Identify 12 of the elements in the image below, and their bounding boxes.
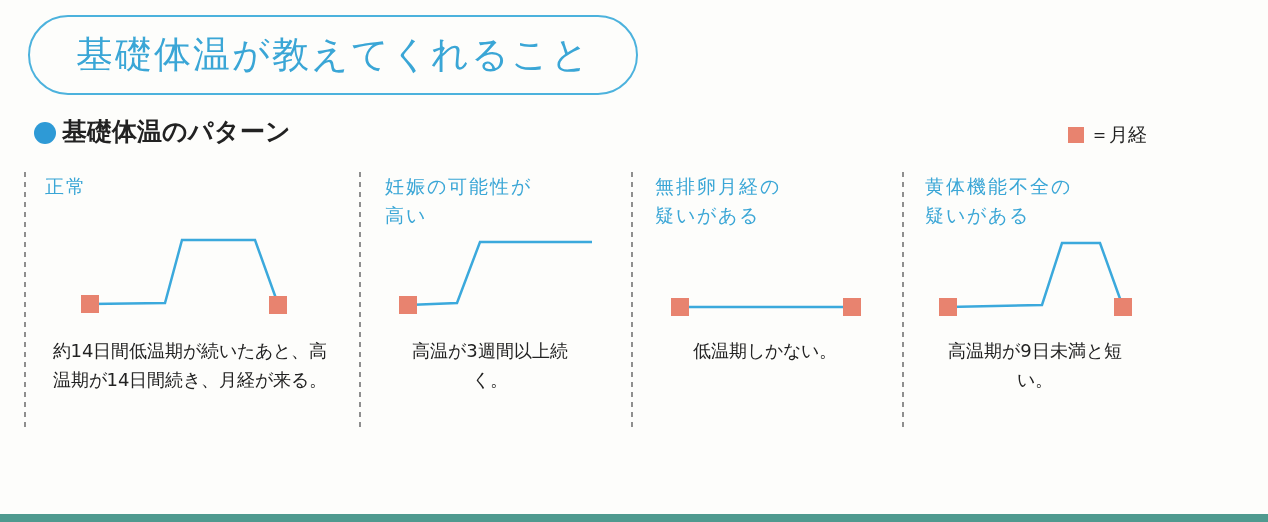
pattern-heading: 黄体機能不全の疑いがある (925, 174, 1073, 229)
pattern-heading: 正常 (45, 174, 88, 199)
legend-text: ＝月経 (1090, 122, 1147, 147)
pattern-description: 低温期しかない。 (692, 339, 838, 363)
pattern-description: 約14日間低温期が続いたあと、高温期が14日間続き、月経が来る。 (51, 339, 329, 392)
pattern-description: 高温期が9日未満と短い。 (947, 339, 1123, 392)
pattern-heading: 無排卵月経の疑いがある (655, 174, 782, 229)
section-heading: 基礎体温のパターン (62, 116, 291, 148)
title-text: 基礎体温が教えてくれること (75, 32, 591, 78)
pattern-description: 高温が3週間以上続く。 (411, 339, 569, 392)
pattern-heading: 妊娠の可能性が高い (385, 174, 533, 229)
title-pill (28, 15, 638, 95)
